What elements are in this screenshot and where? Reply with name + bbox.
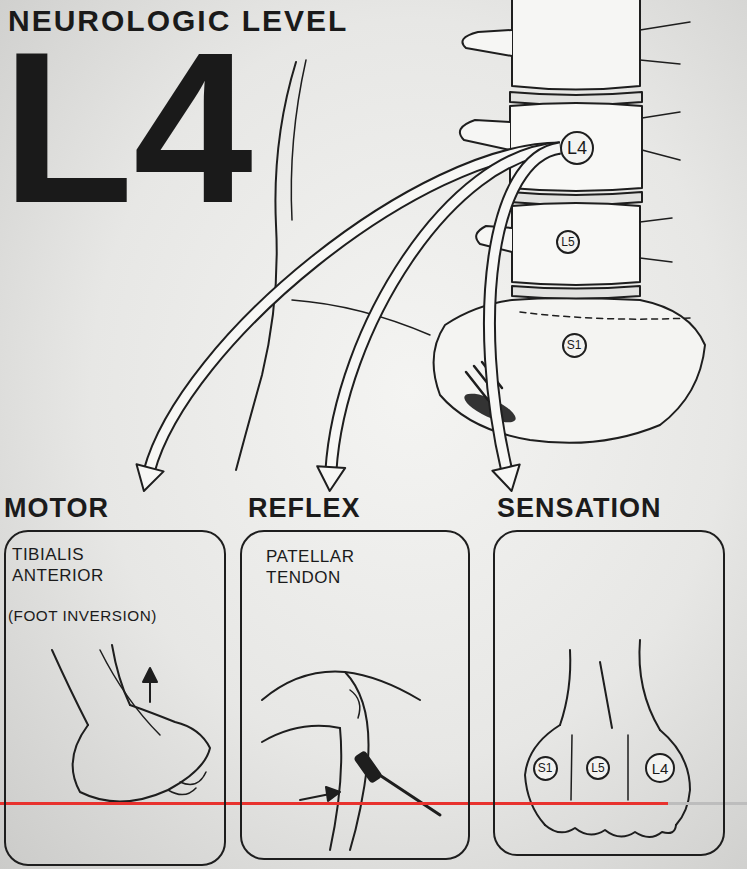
box-frame (493, 530, 725, 856)
sacrum (434, 298, 705, 443)
arrow-body (331, 148, 560, 471)
sensation-toes (545, 825, 676, 837)
box-text: TIBIALIS ANTERIOR (12, 544, 132, 587)
level-circle: L5 (556, 230, 580, 254)
labeled-box: SENSATION S1 L5 L4 (493, 494, 725, 856)
labeled-box: MOTOR TIBIALIS ANTERIOR (FOOT INVERSION) (4, 494, 226, 866)
arrow-body (489, 148, 560, 472)
hollow-arrow (489, 148, 560, 491)
box-text: (FOOT INVERSION) (8, 606, 222, 625)
hammer-handle (372, 770, 440, 815)
circle-label: L5 (561, 236, 574, 248)
patella (350, 690, 360, 718)
progress-track (668, 802, 747, 805)
box-heading: SENSATION (497, 494, 662, 524)
motion-arrowhead (143, 668, 157, 682)
arrowhead (137, 464, 164, 491)
arrowhead (317, 466, 345, 491)
arrow-outline (489, 148, 560, 472)
disc (512, 286, 640, 299)
sensation-leg (560, 640, 660, 730)
box-heading: MOTOR (4, 494, 109, 524)
transverse-process (460, 120, 510, 150)
motor-leg (52, 645, 130, 725)
level-circle: L5 (586, 756, 610, 780)
box-heading: REFLEX (248, 494, 361, 524)
circle-label: S1 (538, 762, 553, 774)
sacrum-dashed-line (520, 312, 690, 319)
arrowhead (492, 464, 519, 491)
progress-bar (0, 802, 668, 805)
level-circle: S1 (562, 333, 587, 358)
level-circle: L4 (645, 753, 675, 783)
labeled-box: REFLEX PATELLAR TENDON (240, 494, 470, 860)
ilium-edge (291, 60, 306, 220)
transverse-process (462, 30, 512, 56)
vertebra-l5 (512, 203, 640, 285)
dermatome-line (571, 735, 628, 800)
reflex-arrowhead (326, 787, 340, 801)
level-circle: S1 (533, 756, 558, 781)
motor-foot (73, 705, 210, 802)
box-text: PATELLAR TENDON (266, 546, 406, 589)
circle-label: L5 (591, 762, 604, 774)
vertebra-top (512, 0, 640, 90)
circle-label: L4 (652, 761, 669, 776)
posterior-process (640, 22, 690, 262)
circle-label: S1 (567, 339, 582, 351)
tibialis-tendon (100, 650, 160, 735)
sensation-foot (525, 725, 690, 825)
reflex-arrow (300, 794, 330, 800)
motor-toes (168, 772, 206, 795)
level-circle: L4 (560, 131, 594, 165)
level-label: L4 (2, 20, 253, 235)
hollow-arrow (317, 148, 560, 491)
arrow-outline (331, 148, 560, 471)
hammer-head (354, 751, 381, 782)
circle-label: L4 (567, 139, 587, 157)
